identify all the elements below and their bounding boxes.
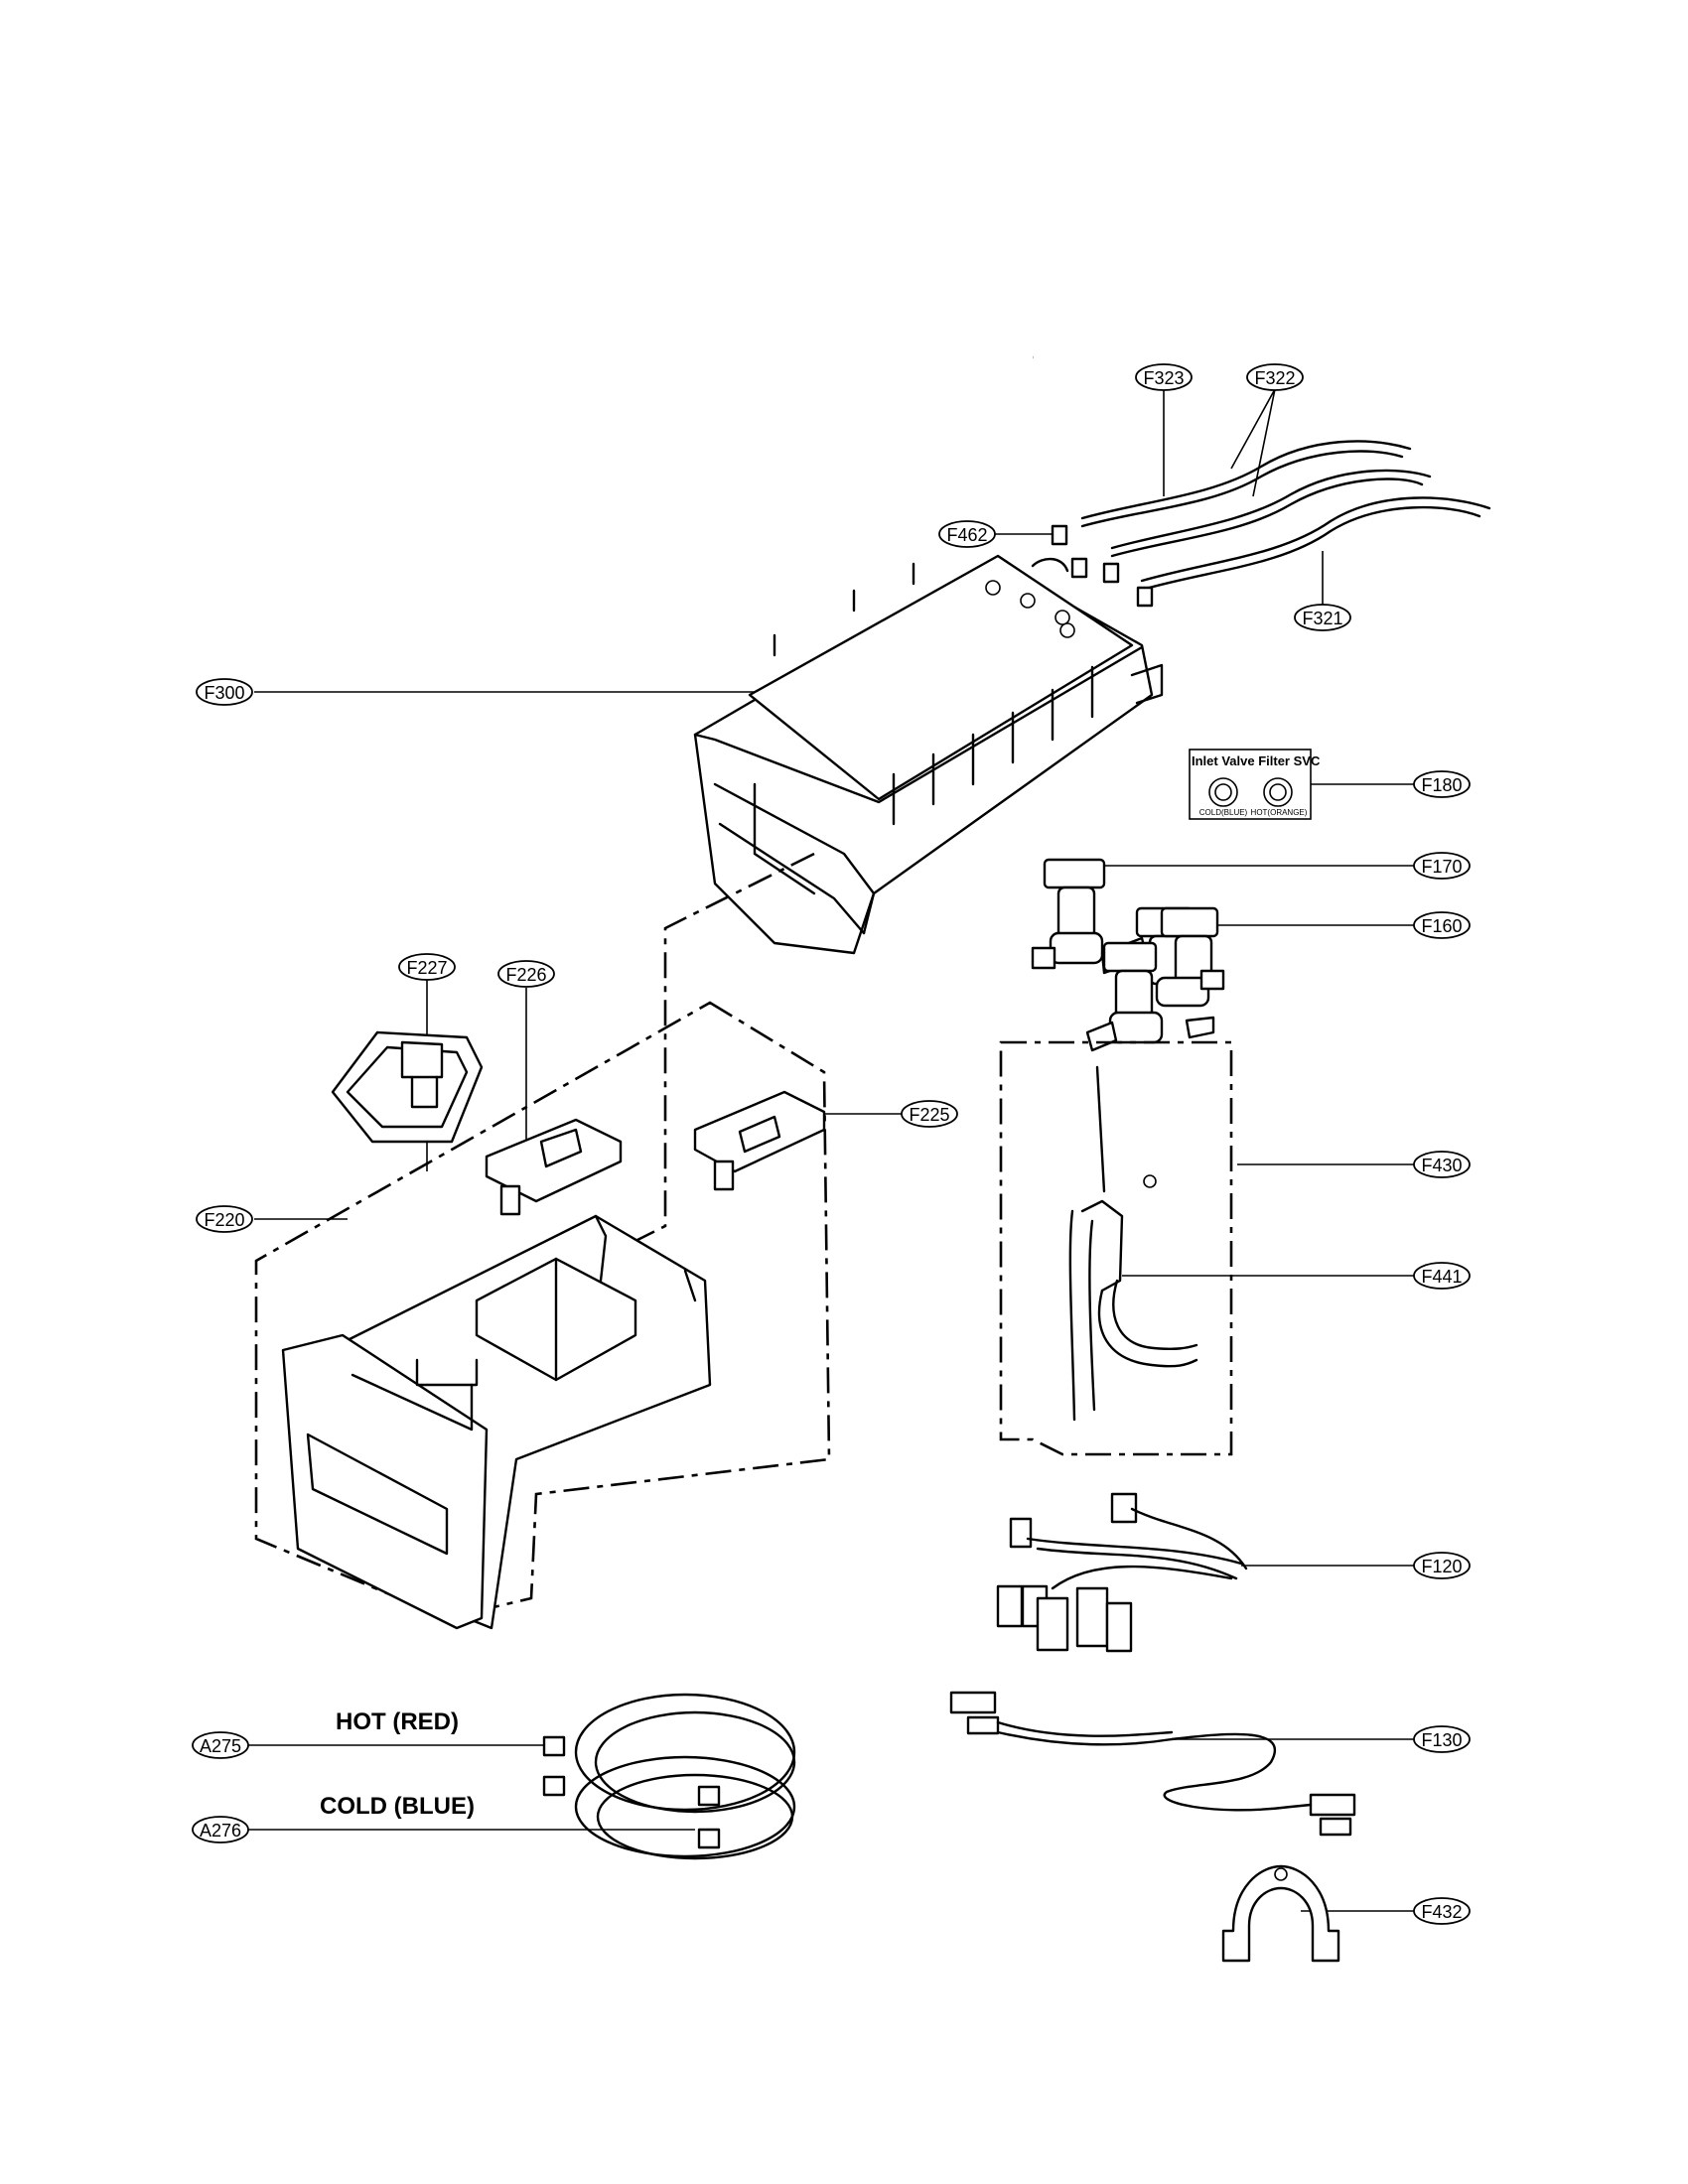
callout-label: F462 (946, 525, 987, 545)
callout-F462: F462 (938, 520, 996, 548)
wire-harness-f130 (949, 1691, 1356, 1837)
callout-label: F430 (1421, 1156, 1462, 1175)
filter-box-title: Inlet Valve Filter SVC (1192, 753, 1321, 768)
callout-label: F225 (909, 1105, 949, 1125)
inlet-hoses-a275-a276 (542, 1693, 796, 1860)
callout-F441: F441 (1413, 1262, 1471, 1290)
filter-caption-cold: COLD(BLUE) (1199, 808, 1248, 817)
cold-hose-label: COLD (BLUE) (320, 1793, 475, 1820)
hose-clip-f432 (1221, 1864, 1340, 1963)
inlet-hoses-f321-f323 (1051, 440, 1491, 608)
callout-A275: A275 (192, 1731, 249, 1759)
callout-F226: F226 (497, 960, 555, 988)
water-valves-f160-f170 (1031, 858, 1225, 1052)
callout-label: F322 (1254, 368, 1295, 388)
callout-label: A276 (200, 1821, 241, 1841)
callout-F180: F180 (1413, 770, 1471, 798)
hose-assembly-box-f430 (999, 1040, 1233, 1456)
detergent-drawer-f220 (254, 1001, 831, 1630)
callout-F432: F432 (1413, 1897, 1471, 1925)
callout-F323: F323 (1135, 363, 1193, 391)
alignment-dash-lines (634, 852, 815, 1243)
callout-label: F323 (1143, 368, 1184, 388)
callout-label: F227 (406, 958, 447, 978)
callout-F321: F321 (1294, 604, 1351, 631)
siphon-cap-f226 (485, 1118, 623, 1216)
siphon-cap-f227 (331, 1030, 484, 1144)
callout-label: F160 (1421, 916, 1462, 936)
callout-F430: F430 (1413, 1151, 1471, 1178)
callout-label: F300 (204, 683, 244, 703)
callout-label: F170 (1421, 857, 1462, 877)
callout-F225: F225 (901, 1100, 958, 1128)
inlet-valve-filter-box: Inlet Valve Filter SVC COLD(BLUE) HOT(OR… (1189, 749, 1321, 820)
filter-caption-hot: HOT(ORANGE) (1251, 808, 1308, 817)
callout-label: F180 (1421, 775, 1462, 795)
hot-hose-label: HOT (RED) (336, 1708, 459, 1735)
callout-label: F130 (1421, 1730, 1462, 1750)
callout-F130: F130 (1413, 1725, 1471, 1753)
wire-harness-f120 (996, 1492, 1248, 1653)
leader-lines (248, 388, 1416, 1912)
callout-label: F432 (1421, 1902, 1462, 1922)
callout-label: F220 (204, 1210, 244, 1230)
callout-F160: F160 (1413, 911, 1471, 939)
callout-A276: A276 (192, 1816, 249, 1843)
callout-F220: F220 (196, 1205, 253, 1233)
callout-label: F226 (505, 965, 546, 985)
siphon-cap-f225 (693, 1090, 826, 1191)
callout-label: F321 (1302, 609, 1342, 628)
callout-label: F441 (1421, 1267, 1462, 1287)
callout-F170: F170 (1413, 852, 1471, 880)
callout-F300: F300 (196, 678, 253, 706)
callout-label: F120 (1421, 1557, 1462, 1576)
callout-label: A275 (200, 1736, 241, 1756)
callout-F120: F120 (1413, 1552, 1471, 1579)
callout-F322: F322 (1246, 363, 1304, 391)
callout-F227: F227 (398, 953, 456, 981)
